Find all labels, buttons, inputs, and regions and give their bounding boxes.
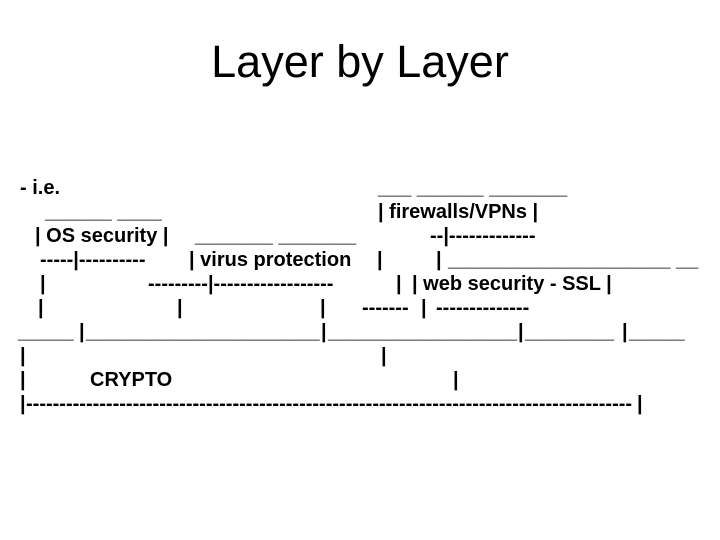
virus-box-right-pipe: | [377,249,383,271]
os-connector-pipe: | [40,273,46,295]
os-box-label: | OS security | [35,225,169,247]
web-outer-pipe: | [396,273,402,295]
crypto-box-top-4: ________ [525,321,614,343]
crypto-left-pipe-1: | [20,345,26,367]
web-box-top: ____________________ __ [448,249,699,271]
connector-pipe-3: | [320,297,326,319]
connector-pipe-1: | [38,297,44,319]
crypto-box-bottom-dashes: ----------------------------------------… [26,393,633,415]
firewalls-box-label: | firewalls/VPNs | [378,201,539,223]
slide-title: Layer by Layer [211,36,509,87]
crypto-box-top-1: _____ [18,321,74,343]
crypto-top-pipe-3: | [518,321,524,343]
crypto-box-top-5: _____ [629,321,685,343]
firewalls-box-bottom: --|------------- [430,225,536,247]
crypto-top-pipe-2: | [321,321,327,343]
crypto-inner-pipe-2: | [453,369,459,391]
web-box-bottom-left: ------- [362,297,409,319]
crypto-left-pipe-2: | [20,369,26,391]
connector-pipe-2: | [177,297,183,319]
os-box-bottom: -----|---------- [40,249,146,271]
ie-label: - i.e. [20,177,61,199]
crypto-box-top-3: _________________ [328,321,518,343]
firewalls-box-top: ___ ______ _______ [378,177,568,199]
os-box-top: ______ ____ [45,201,162,223]
crypto-box-bottom-left-pipe: | [20,393,26,415]
crypto-label: CRYPTO [90,369,173,391]
virus-box-label: | virus protection [189,249,352,271]
web-box-label: | web security - SSL | [412,273,612,295]
virus-box-top: _______ _______ [195,225,357,247]
web-box-bottom-right: -------------- [436,297,530,319]
crypto-top-pipe-1: | [79,321,85,343]
crypto-box-bottom-right-pipe: | [637,393,643,415]
crypto-top-pipe-4: | [622,321,628,343]
web-box-left-pipe: | [436,249,442,271]
crypto-box-top-2: _____________________ [86,321,320,343]
virus-box-bottom: ---------|------------------ [148,273,334,295]
crypto-inner-pipe-1: | [381,345,387,367]
connector-pipe-4: | [421,297,427,319]
